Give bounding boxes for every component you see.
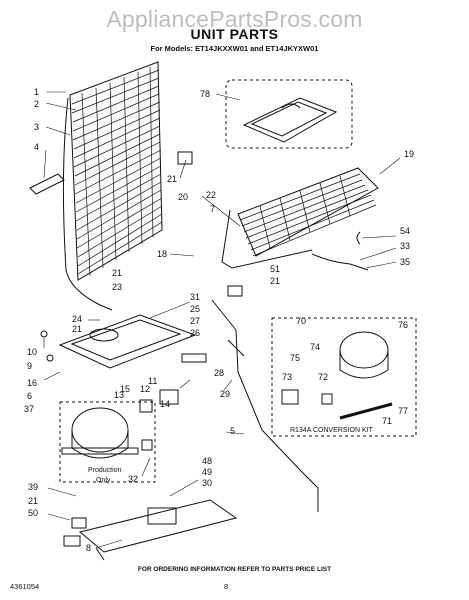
leader-lines — [43, 91, 401, 549]
conversion-kit-label: R134A CONVERSION KIT — [290, 427, 374, 434]
callout-77: 77 — [398, 406, 408, 416]
production-label-line2: Only — [96, 477, 111, 484]
callout-9: 9 — [27, 361, 32, 371]
callout-2: 2 — [34, 99, 39, 109]
callout-39: 39 — [28, 482, 38, 492]
callout-24: 24 — [72, 314, 82, 324]
watermark: AppliancePartsPros.com — [106, 6, 363, 32]
tubing — [211, 299, 319, 512]
callout-3: 3 — [34, 122, 39, 132]
small-components — [29, 151, 361, 547]
callout-35: 35 — [400, 257, 410, 267]
callout-1: 1 — [34, 87, 39, 97]
callout-16: 16 — [27, 378, 37, 388]
callout-7: 7 — [210, 204, 215, 214]
callout-12: 12 — [140, 384, 150, 394]
callout-22: 22 — [206, 190, 216, 200]
callout-29: 29 — [220, 389, 230, 399]
callout-70: 70 — [296, 316, 306, 326]
compressor — [59, 401, 156, 483]
callout-31: 31 — [190, 292, 200, 302]
callout-50: 50 — [28, 508, 38, 518]
callout-18: 18 — [157, 249, 167, 259]
callout-74: 74 — [310, 342, 320, 352]
callout-23: 23 — [112, 282, 122, 292]
ordering-note: FOR ORDERING INFORMATION REFER TO PARTS … — [137, 566, 332, 573]
condenser-coil — [62, 61, 163, 311]
callout-28: 28 — [214, 368, 224, 378]
callout-20: 20 — [178, 192, 188, 202]
callout-33: 33 — [400, 241, 410, 251]
callout-75: 75 — [290, 353, 300, 363]
callout-49: 49 — [202, 467, 212, 477]
models-subtitle: For Models: ET14JKXXW01 and ET14JKYXW01 — [150, 44, 319, 53]
document-number: 4361054 — [10, 582, 40, 591]
callout-21c: 21 — [270, 276, 280, 286]
callout-25: 25 — [190, 304, 200, 314]
callout-19: 19 — [404, 149, 414, 159]
annotation-labels: Production Only R134A CONVERSION KIT — [88, 427, 374, 484]
callout-27: 27 — [190, 316, 200, 326]
callout-8: 8 — [86, 543, 91, 553]
callout-5: 5 — [230, 426, 235, 436]
callout-4: 4 — [34, 142, 39, 152]
callout-51: 51 — [270, 264, 280, 274]
callout-26: 26 — [190, 328, 200, 338]
production-label-line1: Production — [88, 467, 122, 474]
callout-15: 15 — [120, 384, 130, 394]
callout-76: 76 — [398, 320, 408, 330]
callout-72: 72 — [318, 372, 328, 382]
base-bracket — [78, 499, 238, 561]
callout-labels: 1 2 3 4 78 19 21 20 22 7 54 33 18 35 21 … — [24, 87, 414, 553]
callout-48: 48 — [202, 456, 212, 466]
callout-10: 10 — [27, 347, 37, 357]
callout-73: 73 — [282, 372, 292, 382]
callout-21e: 21 — [28, 496, 38, 506]
callout-14: 14 — [160, 399, 170, 409]
callout-21b: 21 — [112, 268, 122, 278]
callout-6: 6 — [27, 391, 32, 401]
callout-37: 37 — [24, 404, 34, 414]
callout-54: 54 — [400, 226, 410, 236]
callout-21a: 21 — [167, 174, 177, 184]
callout-11: 11 — [148, 376, 157, 386]
callout-32: 32 — [128, 474, 138, 484]
drain-pan — [58, 314, 197, 369]
page-title: UNIT PARTS — [190, 26, 279, 42]
callout-71: 71 — [382, 416, 392, 426]
evaporator-coil — [221, 167, 379, 271]
conversion-kit-box — [271, 317, 417, 437]
callout-30: 30 — [202, 478, 212, 488]
callout-13: 13 — [114, 390, 124, 400]
callout-78: 78 — [200, 89, 210, 99]
part-78-tray — [225, 79, 353, 149]
callout-21d: 21 — [72, 324, 82, 334]
page-number: 8 — [224, 582, 229, 591]
